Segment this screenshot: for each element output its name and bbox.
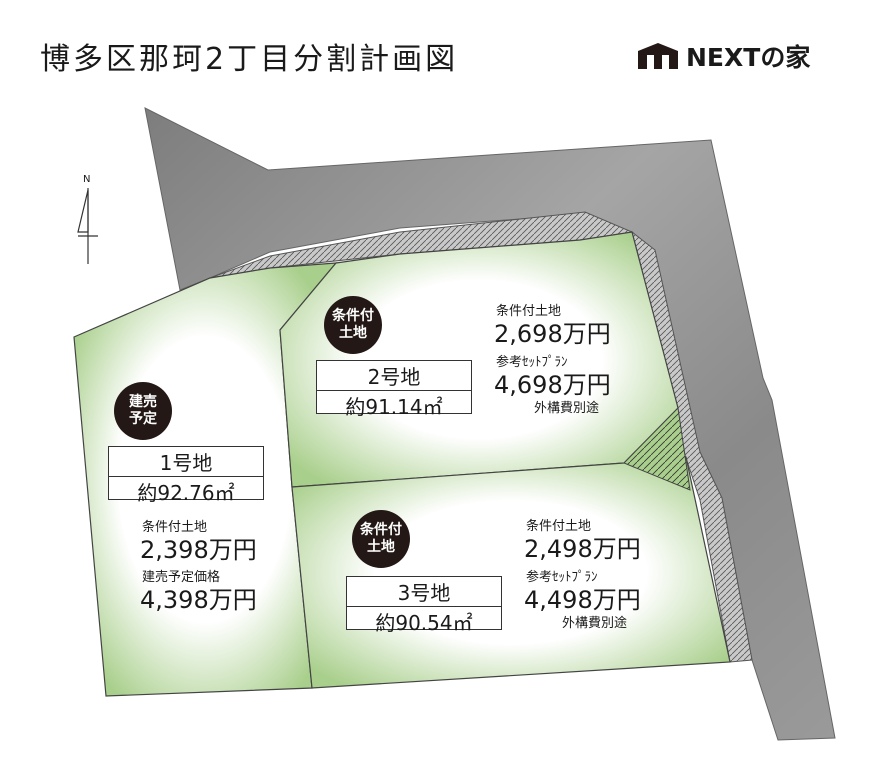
brand-logo: NEXTの家 <box>636 38 810 74</box>
lot-3-plan-price: 4,498万円 <box>524 586 641 614</box>
lot-2-badge-line2: 土地 <box>339 325 367 341</box>
lot-1-badge: 建売 予定 <box>114 382 172 440</box>
lot-2-area: 約91.14㎡ <box>317 390 471 420</box>
lot-2-price: 2,698万円 <box>494 320 611 348</box>
lot-3-name: 3号地 <box>397 581 451 605</box>
lot-2-plan-label: 参考ｾｯﾄﾌﾟﾗﾝ <box>496 355 568 370</box>
house-logo-icon <box>638 43 678 69</box>
lot-3-plan-label: 参考ｾｯﾄﾌﾟﾗﾝ <box>526 570 598 585</box>
lot-1-area: 約92.76㎡ <box>109 476 263 506</box>
lot-3-note: 外構費別途 <box>562 616 628 631</box>
lot-2-badge-line1: 条件付 <box>332 308 374 325</box>
lot-3-badge-line1: 条件付 <box>360 522 402 539</box>
lot-3-parcel <box>291 456 731 689</box>
lot-3-area: 約90.54㎡ <box>347 606 501 636</box>
lot-1-name: 1号地 <box>159 451 213 475</box>
lot-2-name: 2号地 <box>367 365 421 389</box>
lot-1-badge-line2: 予定 <box>129 411 157 427</box>
lot-1-plan-label: 建売予定価格 <box>142 570 221 585</box>
lot-3-badge: 条件付 土地 <box>352 510 410 568</box>
lot-2-price-label: 条件付土地 <box>496 304 562 319</box>
lot-3-label-box: 3号地 約90.54㎡ <box>346 576 502 635</box>
lot-1-price: 2,398万円 <box>140 536 257 564</box>
north-arrow-icon <box>77 188 98 264</box>
lot-2-badge: 条件付 土地 <box>324 296 382 354</box>
lot-1-badge-line1: 建売 <box>129 394 157 411</box>
lot-2-plan-price: 4,698万円 <box>494 371 611 399</box>
lot-corner-hatch <box>623 406 691 491</box>
brand-name: NEXTの家 <box>686 43 811 72</box>
lot-1-label-box: 1号地 約92.76㎡ <box>108 446 264 505</box>
lot-1-plan-price: 4,398万円 <box>140 586 257 614</box>
compass-label: N <box>83 174 91 185</box>
lot-2-label-box: 2号地 約91.14㎡ <box>316 360 472 419</box>
lot-1-price-label: 条件付土地 <box>142 520 208 535</box>
page-title: 博多区那珂2丁目分割計画図 <box>40 42 459 77</box>
lot-3-price-label: 条件付土地 <box>526 519 592 534</box>
lot-3-price: 2,498万円 <box>524 535 641 563</box>
lot-3-badge-line2: 土地 <box>367 539 395 555</box>
lot-2-note: 外構費別途 <box>534 401 600 416</box>
